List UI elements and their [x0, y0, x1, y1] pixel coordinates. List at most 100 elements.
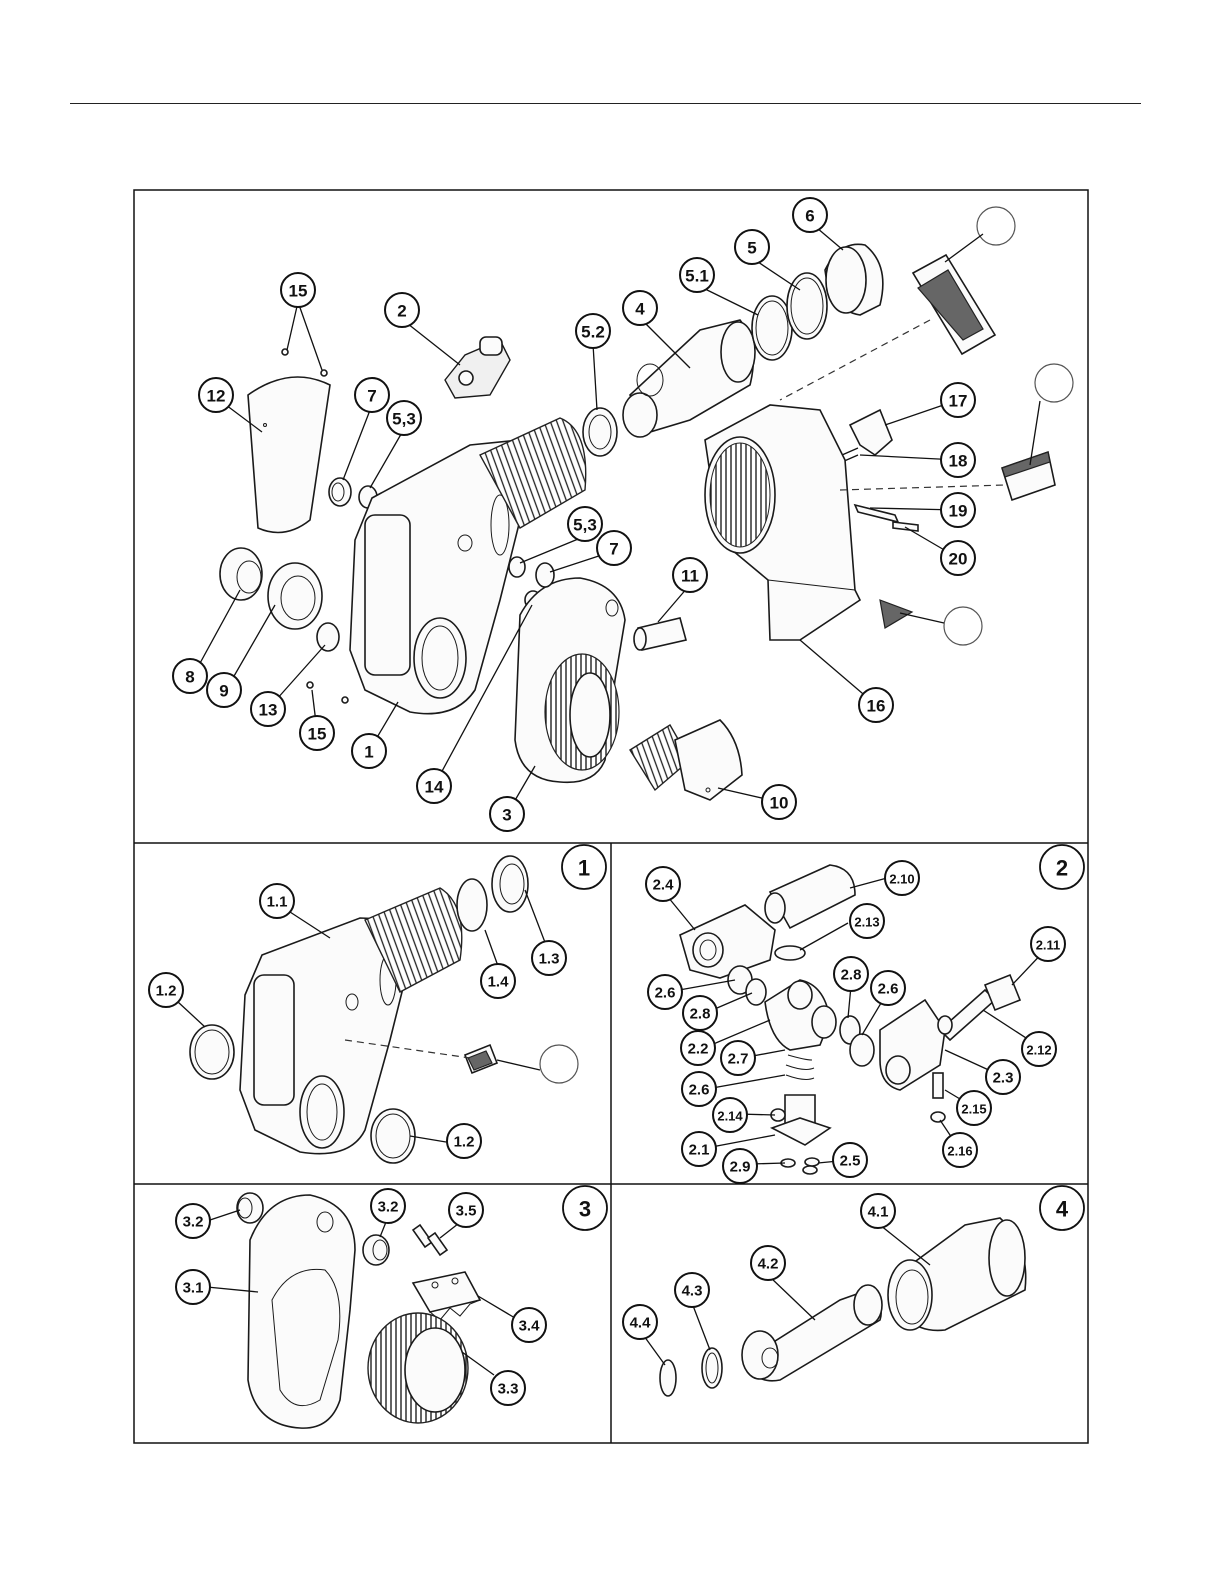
panel-number-text: 4 — [1056, 1197, 1069, 1222]
callout-label: 2.6 — [682, 1072, 716, 1106]
callout-number: 7 — [609, 540, 618, 559]
callout-number: 2.8 — [690, 1006, 711, 1023]
callout-number: 2.6 — [878, 981, 899, 998]
callout-number: 2.11 — [1036, 938, 1061, 953]
callout-number: 2.5 — [840, 1153, 861, 1170]
callout-label: 5 — [735, 230, 769, 264]
callout-number: 6 — [805, 207, 814, 226]
callout-number: 19 — [949, 502, 968, 521]
callout-label: 3.3 — [491, 1371, 525, 1405]
panel-2-callouts: 2.42.102.132.112.62.82.82.62.22.72.122.6… — [646, 845, 1084, 1183]
callout-number: 1.2 — [454, 1134, 475, 1151]
callout-number: 2.9 — [730, 1159, 751, 1176]
callout-label: 2.6 — [871, 971, 905, 1005]
callout-label: 2.8 — [834, 957, 868, 991]
callout-number: 3.2 — [183, 1214, 204, 1231]
blank-reference-circle — [944, 607, 982, 645]
callout-label: 3.4 — [512, 1308, 546, 1342]
panel-number: 2 — [1040, 845, 1084, 889]
callout-label: 17 — [941, 383, 975, 417]
callout-number: 3.5 — [456, 1203, 477, 1220]
callout-label: 4.1 — [861, 1194, 895, 1228]
callout-label: 7 — [355, 378, 389, 412]
callout-number: 3.3 — [498, 1381, 519, 1398]
callout-label: 3.2 — [176, 1204, 210, 1238]
callout-label: 3 — [490, 797, 524, 831]
blank-reference-circle — [1035, 364, 1073, 402]
callout-number: 5,3 — [392, 410, 416, 429]
panel-number-text: 2 — [1056, 856, 1068, 881]
callout-number: 4.2 — [758, 1256, 779, 1273]
callout-label: 1.3 — [532, 941, 566, 975]
callout-label: 6 — [793, 198, 827, 232]
callout-label: 8 — [173, 659, 207, 693]
callout-label: 15 — [281, 273, 315, 307]
callout-number: 5 — [747, 239, 756, 258]
panel-number: 4 — [1040, 1186, 1084, 1230]
callout-number: 8 — [185, 668, 194, 687]
callout-number: 20 — [949, 550, 968, 569]
callout-label: 2.7 — [721, 1041, 755, 1075]
blank-reference-circle — [977, 207, 1015, 245]
callout-label: 2 — [385, 293, 419, 327]
callout-label: 5,3 — [387, 401, 421, 435]
callout-label: 2.4 — [646, 867, 680, 901]
callout-number: 2.16 — [947, 1144, 972, 1159]
callout-label: 2.11 — [1031, 927, 1065, 961]
callout-label: 13 — [251, 692, 285, 726]
callout-number: 2 — [397, 302, 406, 321]
callout-label: 19 — [941, 493, 975, 527]
callout-label: 4.4 — [623, 1305, 657, 1339]
callout-label: 2.13 — [850, 904, 884, 938]
panel-number-text: 1 — [578, 856, 590, 881]
callout-label: 5.2 — [576, 314, 610, 348]
callout-label: 1.2 — [149, 973, 183, 1007]
callout-number: 5,3 — [573, 516, 597, 535]
callout-number: 2.1 — [689, 1142, 710, 1159]
callout-number: 2.14 — [717, 1109, 743, 1124]
callout-number: 18 — [949, 452, 968, 471]
callout-number: 13 — [259, 701, 278, 720]
callout-number: 2.15 — [961, 1102, 986, 1117]
callout-number: 17 — [949, 392, 968, 411]
callout-number: 11 — [681, 567, 699, 586]
panel-number: 3 — [563, 1186, 607, 1230]
callout-number: 2.4 — [653, 877, 675, 894]
callout-label: 12 — [199, 378, 233, 412]
callout-label: 1.1 — [260, 884, 294, 918]
callout-label: 2.9 — [723, 1149, 757, 1183]
callout-number: 2.7 — [728, 1051, 749, 1068]
callout-label: 2.5 — [833, 1143, 867, 1177]
callout-number: 1 — [364, 743, 373, 762]
callout-number: 2.12 — [1026, 1043, 1051, 1058]
callout-label: 18 — [941, 443, 975, 477]
callout-number: 2.8 — [841, 967, 862, 984]
callout-number: 4.3 — [682, 1283, 703, 1300]
panel-3-side-plate-detail — [207, 1193, 515, 1428]
callout-number: 5.1 — [685, 267, 709, 286]
callout-number: 7 — [367, 387, 376, 406]
callout-number: 15 — [308, 725, 327, 744]
callout-number: 1.2 — [156, 983, 177, 1000]
callout-label: 4.3 — [675, 1273, 709, 1307]
callout-number: 2.6 — [655, 985, 676, 1002]
callout-label: 4.2 — [751, 1246, 785, 1280]
callout-number: 5.2 — [581, 323, 605, 342]
callout-number: 16 — [867, 697, 886, 716]
callout-number: 10 — [770, 794, 789, 813]
callout-label: 16 — [859, 688, 893, 722]
panel-number-text: 3 — [579, 1197, 591, 1222]
callout-number: 4 — [635, 300, 645, 319]
callout-number: 2.3 — [993, 1070, 1014, 1087]
callout-label: 2.2 — [681, 1031, 715, 1065]
callout-label: 3.1 — [176, 1270, 210, 1304]
callout-label: 2.14 — [713, 1098, 747, 1132]
callout-label: 2.10 — [885, 861, 919, 895]
callout-label: 2.6 — [648, 975, 682, 1009]
callout-number: 15 — [289, 282, 308, 301]
callout-number: 14 — [425, 778, 444, 797]
callout-label: 3.2 — [371, 1189, 405, 1223]
panel-4-piston-detail — [644, 1218, 1026, 1396]
callout-number: 1.3 — [539, 951, 560, 968]
